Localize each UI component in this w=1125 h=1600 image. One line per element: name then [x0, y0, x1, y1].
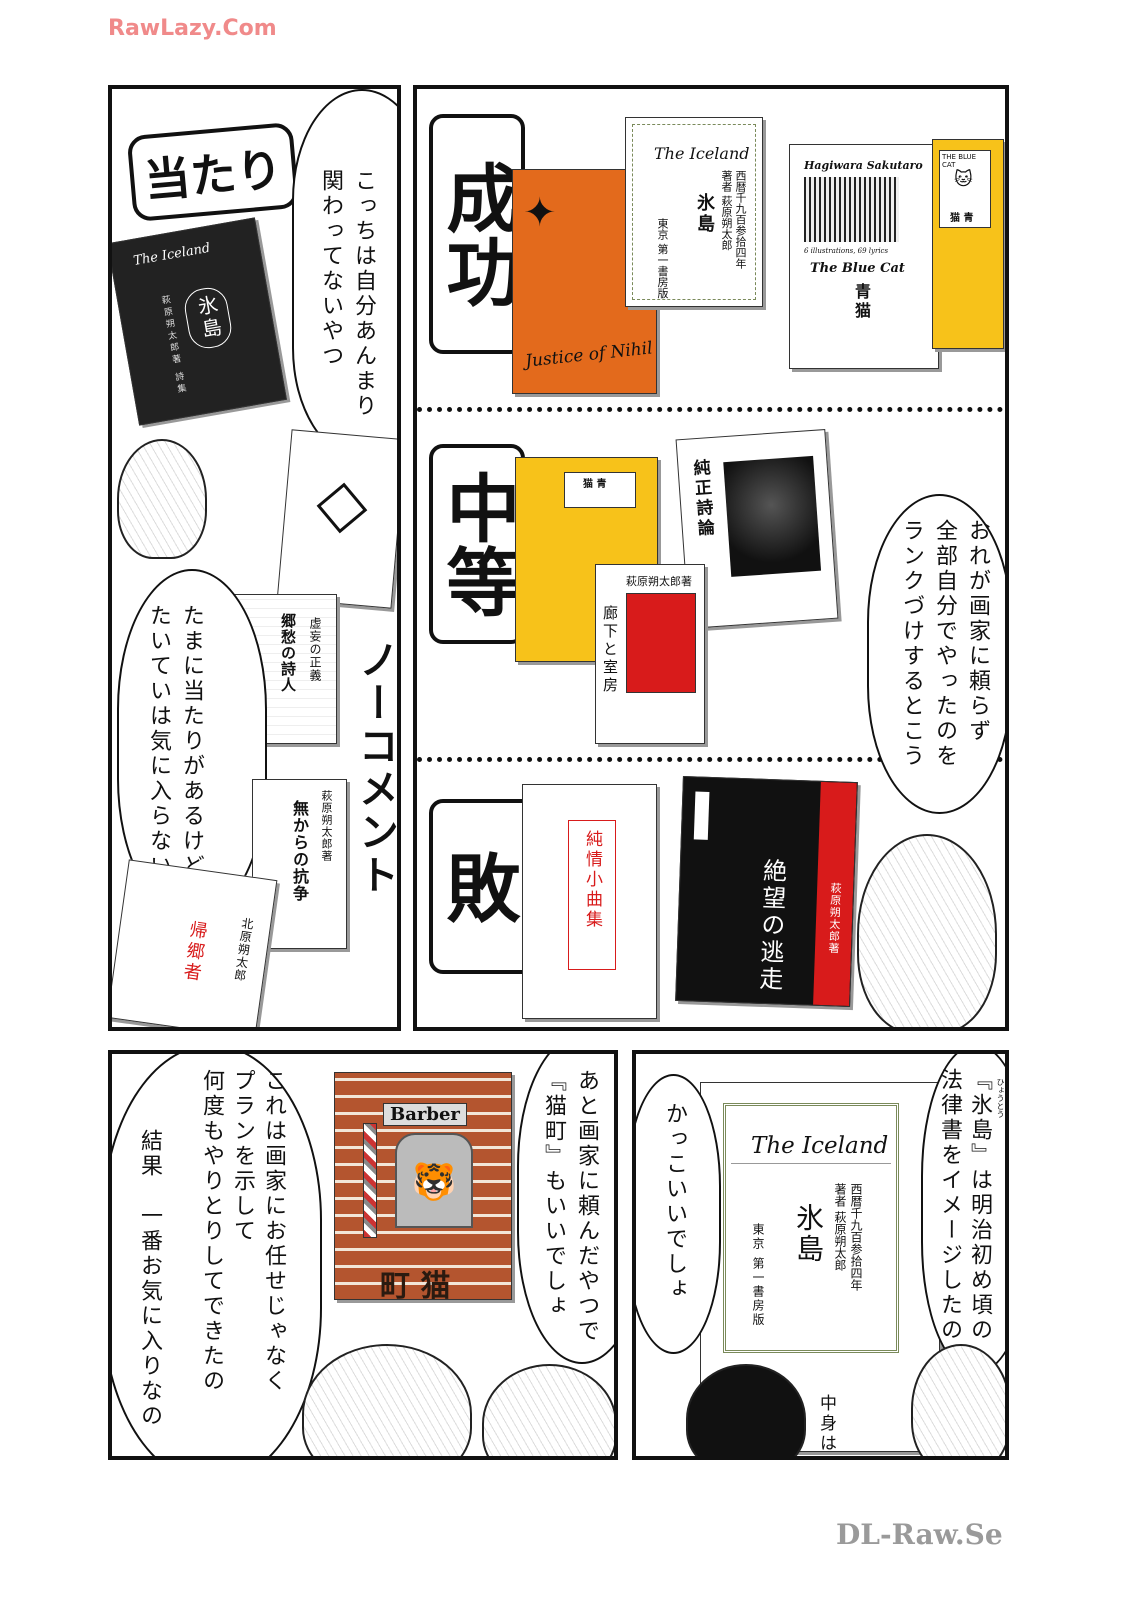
- character-boy: [117, 439, 207, 559]
- speech-text-2: たまに当たりがあるけどたいていは気に入らない: [146, 604, 204, 879]
- building-illustration: [804, 177, 899, 242]
- book-nekomachi: Barber 🐯 町 猫: [334, 1072, 512, 1300]
- character-boy: [302, 1344, 472, 1456]
- character-boy: [911, 1344, 1005, 1456]
- speech-text-left: かっこいいでしょ: [662, 1102, 687, 1302]
- book-text-kitahara: 北原朔太郎: [231, 916, 255, 983]
- rank-success: 成功: [429, 114, 525, 354]
- speech-bubble-3: [867, 494, 1005, 814]
- book-white-emblem: [276, 429, 397, 609]
- hit-sign: 当たり: [126, 121, 300, 223]
- tree-photo: [723, 455, 822, 577]
- book-blue-cat-yellow: THE BLUE CAT 🐱 猫 青: [932, 139, 1004, 349]
- barber-pole-icon: [363, 1123, 377, 1238]
- character-boy-pointing: [857, 834, 997, 1027]
- label-box: THE BLUE CAT 🐱 猫 青: [939, 150, 991, 228]
- label-box: 猫 青: [564, 472, 636, 508]
- ruby-hyoto: ひょうとう: [996, 1078, 1005, 1118]
- speech-text-1: こっちは自分あんまり関わってないやつ: [318, 169, 376, 419]
- portrait-red: [626, 593, 696, 693]
- divider-2: [417, 757, 1005, 762]
- speech-bubble-right: [517, 1054, 614, 1364]
- cat-icon: 🐱: [954, 169, 973, 190]
- book-roka-to-shitsubo: 萩原朔太郎著 廊下と室房: [595, 564, 705, 744]
- book-zetsubo-no-toso: 絶望の逃走 萩原朔太郎著: [675, 776, 858, 1007]
- character-dark-hair: [686, 1364, 806, 1456]
- speech-bubble-1: [292, 89, 397, 459]
- hand-icon: [693, 791, 710, 840]
- divider-1: [417, 407, 1005, 412]
- book-iceland-white: The Iceland 氷島 西暦千九百参拾四年 著者 萩原朔太郎 東京 第一書…: [625, 117, 763, 307]
- cat-face-icon: 🐯: [395, 1133, 473, 1228]
- book-junjo-shokyokushu: 純情小曲集: [522, 784, 657, 1019]
- book-kikyosha: 帰郷者 北原朔太郎: [112, 859, 278, 1027]
- speech-text-left: これは画家にお任せじゃなくプランを示して何度もやりとりしてできたの結果 一番お気…: [137, 1069, 286, 1429]
- panel-nekomachi: Barber 🐯 町 猫 あと画家に頼んだやつで『猫町』もいいでしょ これは画家…: [108, 1050, 618, 1460]
- book-iceland-dark: The Iceland 氷島 萩原朔太郎著 詩集: [112, 217, 287, 426]
- speech-bubble-right: [921, 1054, 1005, 1374]
- divider: [731, 1163, 891, 1164]
- aside-text: 中身は…: [816, 1394, 836, 1460]
- book-text-kyomo: 虚妄の正義: [308, 617, 322, 682]
- no-comment-text: ノーコメント: [352, 639, 398, 897]
- speech-bubble-left: [112, 1054, 322, 1456]
- panel-rankings: 成功 中等 失敗 ✦ Justice of Nihil The Iceland …: [413, 85, 1009, 1031]
- ornament-border: [632, 124, 756, 300]
- watermark-top: RawLazy.Com: [108, 16, 277, 41]
- speech-text-right: あと画家に頼んだやつで『猫町』もいいでしょ: [541, 1069, 599, 1344]
- emblem-icon: [316, 482, 368, 534]
- speech-bubble-left: [636, 1074, 721, 1354]
- book-blue-cat-white: Hagiwara Sakutaro 6 illustrations, 69 ly…: [789, 144, 939, 369]
- rank-middle: 中等: [429, 444, 525, 644]
- crow-icon: ✦: [523, 190, 557, 236]
- ornament-border: [723, 1103, 899, 1353]
- title-frame: [568, 820, 616, 970]
- speech-text-3: おれが画家に頼らず全部自分でやったのをランクづけするとこう: [899, 519, 990, 769]
- speech-text-right: 『氷島』は明治初め頃の法律書をイメージしたの: [937, 1068, 992, 1343]
- panel-iceland: The Iceland 氷島 西暦千九百参拾四年 著者 萩原朔太郎 東京 第一書…: [632, 1050, 1009, 1460]
- panel-hits: 当たり The Iceland 氷島 萩原朔太郎著 詩集 こっちは自分あんまり関…: [108, 85, 401, 1031]
- watermark-bottom: DL-Raw.Se: [836, 1518, 1003, 1551]
- book-title-kyoshu: 郷愁の詩人: [279, 613, 297, 693]
- character-cat: [482, 1364, 614, 1456]
